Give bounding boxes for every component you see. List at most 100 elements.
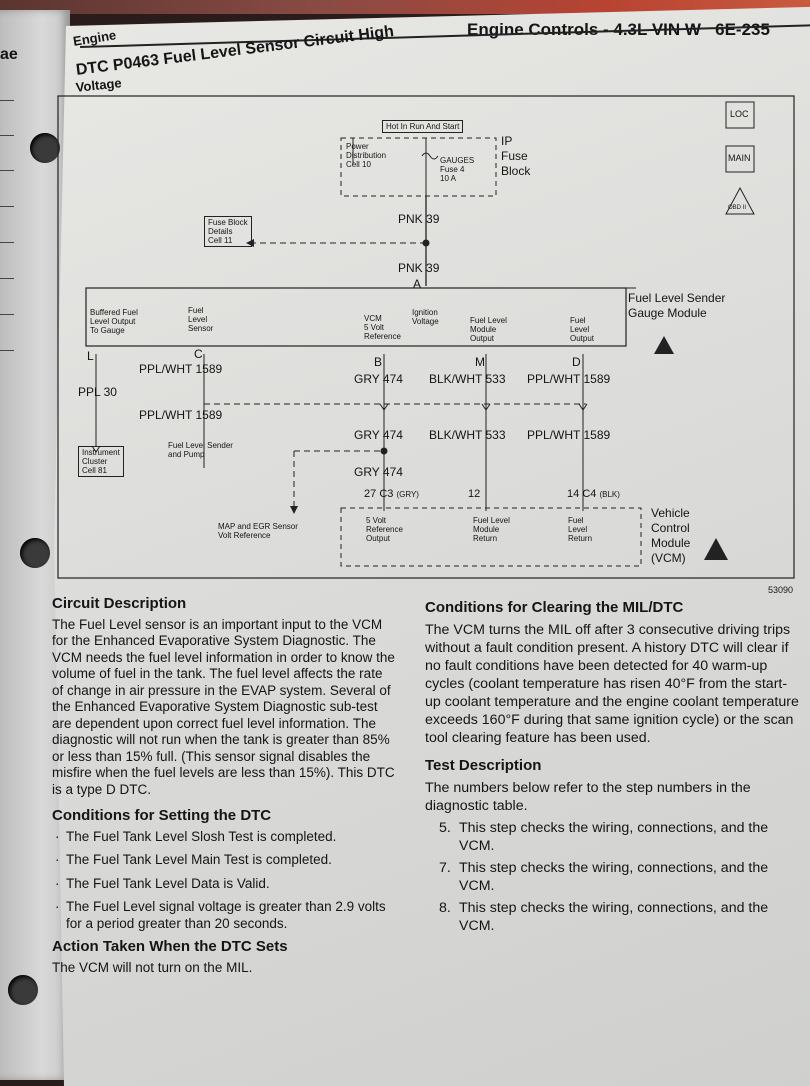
pin-number: 27 <box>364 488 377 500</box>
esd-icon <box>704 538 728 560</box>
figure-number: 53090 <box>768 585 794 595</box>
wire-color: PPL/WHT <box>527 372 581 386</box>
wire-label-pplwht-d: PPL/WHT 1589 <box>527 373 610 386</box>
connector-id: C3 <box>379 488 394 500</box>
list-item: The Fuel Tank Level Data is Valid. <box>52 876 397 893</box>
binder-hole <box>8 975 38 1005</box>
fuse-details-line: Details <box>208 227 233 236</box>
wire-label-pplwht-c: PPL/WHT 1589 <box>139 363 222 376</box>
vcm-name-line: Module <box>651 536 691 550</box>
left-page-line <box>0 100 14 101</box>
wire-label-ppl30: PPL 30 <box>78 386 117 399</box>
power-dist-line: Cell 10 <box>346 160 371 169</box>
wire-label-gry-b3: GRY 474 <box>354 466 403 479</box>
label-line: Voltage <box>412 317 439 326</box>
action-taken-body: The VCM will not turn on the MIL. <box>52 959 253 975</box>
splice-dot <box>380 447 388 455</box>
wire-label-pnk-1: PNK 39 <box>398 213 439 226</box>
ip-fuse-line: Block <box>501 164 531 178</box>
wire-color: PNK <box>398 261 423 275</box>
sender-line: and Pump <box>168 450 205 459</box>
label-line: Ignition <box>412 308 438 317</box>
conditions-setting-heading: Conditions for Setting the DTC <box>52 807 272 824</box>
label-line: To Gauge <box>90 326 125 335</box>
wire-color: GRY <box>354 465 380 479</box>
hot-label: Hot In Run And Start <box>386 122 460 131</box>
pin-d-label: D <box>572 355 581 369</box>
connector-mark <box>481 403 491 411</box>
binder-hole <box>20 538 50 568</box>
label-line: Reference <box>364 332 401 341</box>
left-text-column: Circuit Description The Fuel Level senso… <box>52 595 397 976</box>
gauges-fuse-line: 10 A <box>440 174 457 183</box>
wire-number: 533 <box>485 428 506 442</box>
fuse-symbol <box>421 152 439 160</box>
wire-number: 533 <box>485 372 506 386</box>
test-description-heading: Test Description <box>425 757 542 774</box>
left-page-line <box>0 135 14 136</box>
connector-id: C4 <box>582 488 597 500</box>
connector-mark <box>379 403 389 411</box>
vcm-name-line: (VCM) <box>651 551 686 565</box>
power-dist-line: Power <box>346 142 369 151</box>
right-text-column: Conditions for Clearing the MIL/DTC The … <box>425 599 800 939</box>
label-line: Sensor <box>188 324 214 333</box>
pin-b-label: B <box>374 355 383 369</box>
wire-color: BLK/WHT <box>429 428 483 442</box>
vcm-line: Level <box>568 525 588 534</box>
wire-color: GRY <box>354 428 380 442</box>
sender-line: Fuel Level Sender <box>168 441 233 450</box>
label-line: Output <box>470 334 495 343</box>
label-line: Level <box>188 315 208 324</box>
vcm-line: Reference <box>366 525 403 534</box>
arrow-mark <box>91 445 101 453</box>
label-line: Module <box>470 325 497 334</box>
label-line: Output <box>570 334 595 343</box>
wire-number: 39 <box>426 261 440 275</box>
fuse-details-line: Fuse Block <box>208 218 248 227</box>
wire-label-pplwht-lower: PPL/WHT 1589 <box>139 409 222 422</box>
vcm-line: Output <box>366 534 391 543</box>
label-line: Fuel <box>188 306 204 315</box>
vcm-name-line: Vehicle <box>651 506 690 520</box>
vcm-line: Module <box>473 525 500 534</box>
test-steps-list: 5.This step checks the wiring, connectio… <box>425 819 800 935</box>
step-text: This step checks the wiring, connections… <box>459 860 769 894</box>
wire-color: PPL/WHT <box>139 362 193 376</box>
wire-label-blkwht-m: BLK/WHT 533 <box>429 373 506 386</box>
vcm-name-line: Control <box>651 521 690 535</box>
vcm-line: Return <box>568 534 593 543</box>
arrow-head <box>246 239 254 247</box>
wire-color: GRY <box>354 372 380 386</box>
step-text: This step checks the wiring, connections… <box>459 900 769 934</box>
gauges-fuse-line: Fuse 4 <box>440 165 465 174</box>
list-item: 7.This step checks the wiring, connectio… <box>425 859 800 895</box>
wire-number: 30 <box>103 385 117 399</box>
ip-fuse-line: IP <box>501 134 513 148</box>
page-number: 6E-235 <box>715 20 770 39</box>
test-description-intro: The numbers below refer to the step numb… <box>425 780 751 814</box>
gauge-module-outline <box>85 287 627 347</box>
left-page-line <box>0 314 14 315</box>
list-item: The Fuel Tank Level Slosh Test is comple… <box>52 829 397 846</box>
connector-c3-label: 27 C3 (GRY) <box>364 489 419 500</box>
ip-fuse-line: Fuse <box>501 149 528 163</box>
left-page-line <box>0 242 14 243</box>
list-item: 5.This step checks the wiring, connectio… <box>425 819 800 855</box>
left-page-fragment: ae <box>0 46 18 63</box>
wire-label-pplwht-d2: PPL/WHT 1589 <box>527 429 610 442</box>
hot-label-box: Hot In Run And Start <box>382 120 464 133</box>
obd-icon <box>725 186 755 215</box>
pin-number: 14 <box>567 488 580 500</box>
